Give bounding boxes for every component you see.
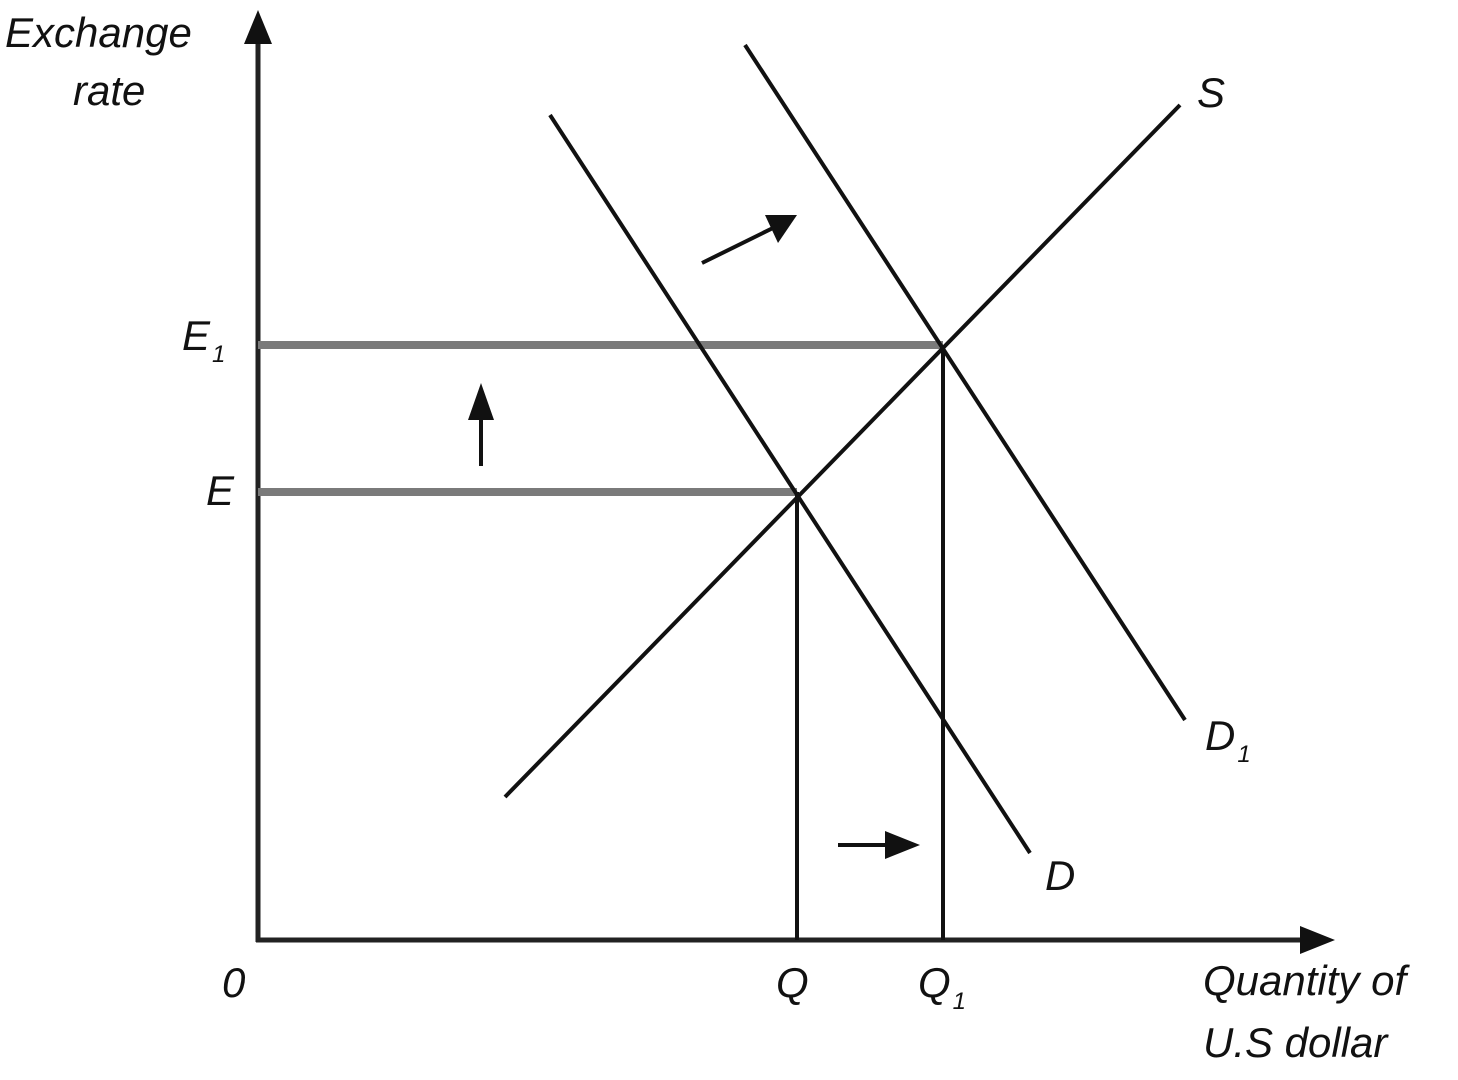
origin-label: 0 xyxy=(222,959,246,1006)
q-label: Q xyxy=(776,959,809,1006)
x-axis xyxy=(256,926,1335,954)
demand-curve-d1 xyxy=(743,43,1187,722)
d-label: D xyxy=(1045,852,1076,899)
demand-curve-d xyxy=(548,113,1032,855)
supply-curve-s xyxy=(503,103,1182,799)
quantity-right-arrow-icon xyxy=(838,831,920,859)
e1-label-text: E xyxy=(182,312,211,359)
q1-label-text: Q xyxy=(918,959,951,1006)
y-axis-label-line1: Exchange xyxy=(5,9,192,56)
e1-label-sub: 1 xyxy=(212,341,226,368)
demand-shift-arrow-icon xyxy=(701,215,797,265)
y-axis-arrow-icon xyxy=(244,10,272,44)
e-label: E xyxy=(206,467,235,514)
x-axis-label-line2: U.S dollar xyxy=(1203,1019,1388,1066)
exchange-rate-up-arrow-icon xyxy=(468,383,494,466)
y-axis xyxy=(244,10,272,942)
d1-label-text: D xyxy=(1205,712,1236,759)
q1-label: Q1 xyxy=(918,959,966,1014)
d1-label: D1 xyxy=(1205,712,1251,767)
e1-label: E1 xyxy=(182,312,225,367)
s-label: S xyxy=(1197,69,1226,116)
x-axis-label-line1: Quantity of xyxy=(1203,957,1407,1004)
y-axis-label-line2: rate xyxy=(73,67,146,114)
d1-label-sub: 1 xyxy=(1237,741,1251,768)
q1-label-sub: 1 xyxy=(952,988,967,1015)
x-axis-arrow-icon xyxy=(1300,926,1335,954)
